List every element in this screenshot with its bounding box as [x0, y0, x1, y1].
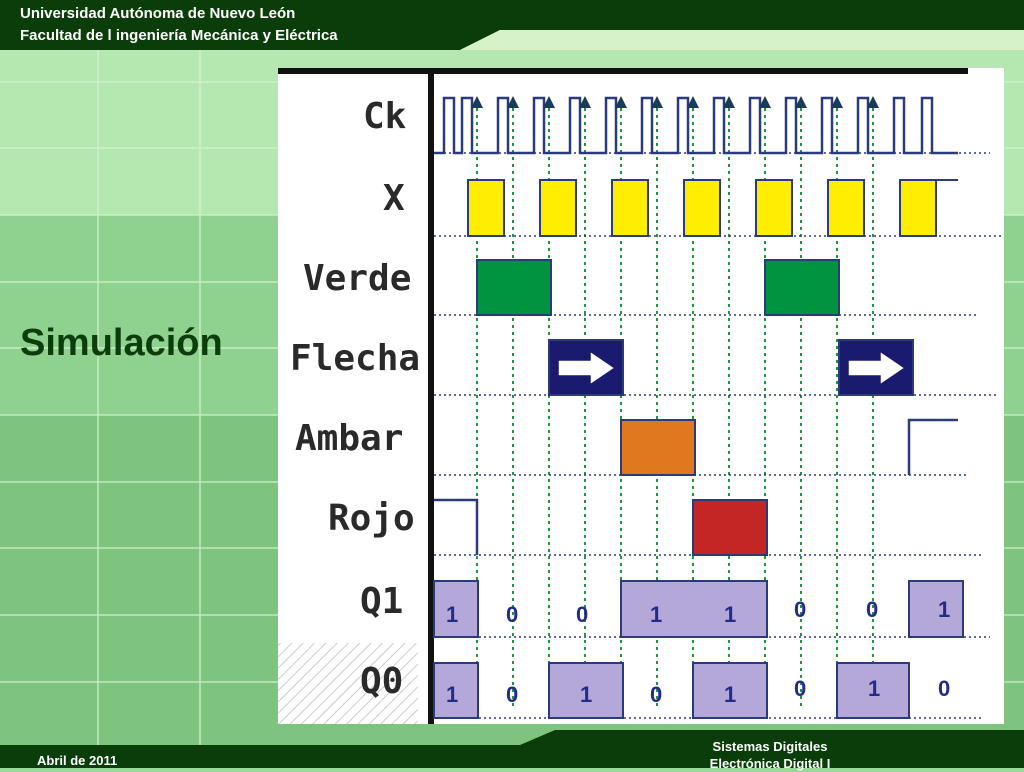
- edge-arrow: [723, 96, 735, 108]
- q0-bit: 0: [506, 682, 518, 707]
- ck-waveform: [434, 96, 958, 155]
- label-ambar: Ambar: [295, 418, 403, 459]
- footer-course: Sistemas Digitales Electrónica Digital I: [690, 738, 850, 772]
- edge-arrow: [867, 96, 879, 108]
- q0-bit: 1: [724, 682, 736, 707]
- label-ck: Ck: [363, 96, 407, 137]
- label-x: X: [383, 178, 405, 219]
- x-pulse: [899, 179, 937, 237]
- q0-bit: 0: [650, 682, 662, 707]
- edge-arrow: [687, 96, 699, 108]
- timing-diagram: Ck X Verde Flecha Ambar Rojo Q1 Q0: [278, 68, 1004, 724]
- q1-bit: 0: [506, 602, 518, 627]
- rojo-pulse: [692, 499, 768, 556]
- q1-bit: 0: [794, 597, 806, 622]
- university-name: Universidad Autónoma de Nuevo León: [20, 5, 296, 22]
- q0-bit: 0: [794, 676, 806, 701]
- label-verde: Verde: [303, 258, 411, 299]
- q0-high: [836, 662, 910, 719]
- q0-bit: 1: [868, 676, 880, 701]
- x-pulse: [827, 179, 865, 237]
- x-pulse: [611, 179, 649, 237]
- faculty-name: Facultad de l ingeniería Mecánica y Eléc…: [20, 27, 338, 44]
- ambar-pulse: [620, 419, 696, 476]
- rojo-initial-high: [434, 498, 479, 555]
- slide-title: Simulación: [20, 322, 223, 364]
- q1-bit: 1: [724, 602, 736, 627]
- edge-arrow: [759, 96, 771, 108]
- q1-bit: 1: [938, 597, 950, 622]
- edge-arrow: [543, 96, 555, 108]
- right-arrow-icon: [557, 349, 617, 387]
- x-pulse: [467, 179, 505, 237]
- label-flecha: Flecha: [290, 338, 420, 379]
- label-rojo: Rojo: [328, 498, 415, 539]
- edge-arrow: [471, 96, 483, 108]
- flecha-pulse: [838, 339, 914, 396]
- right-arrow-icon: [847, 349, 907, 387]
- hatch-area: [278, 643, 418, 724]
- edge-arrow: [651, 96, 663, 108]
- x-pulse: [755, 179, 793, 237]
- edge-arrow: [831, 96, 843, 108]
- q0-bit: 1: [580, 682, 592, 707]
- q1-high: [620, 580, 768, 638]
- verde-pulse: [764, 259, 840, 316]
- flecha-pulse: [548, 339, 624, 396]
- q1-bit: 0: [866, 597, 878, 622]
- edge-arrow: [795, 96, 807, 108]
- separator-bar: [428, 68, 434, 724]
- q0-bit: 1: [446, 682, 458, 707]
- q1-high: [908, 580, 964, 638]
- footer-date: Abril de 2011: [37, 753, 118, 768]
- q1-high: [433, 580, 479, 638]
- top-bar: [278, 68, 968, 74]
- course-line-2: Electrónica Digital I: [709, 756, 831, 771]
- q1-bit: 1: [446, 602, 458, 627]
- label-q1: Q1: [360, 581, 403, 622]
- q0-high: [548, 662, 624, 719]
- q0-high: [692, 662, 768, 719]
- q1-bit: 1: [650, 602, 662, 627]
- x-pulse: [539, 179, 577, 237]
- verde-pulse: [476, 259, 552, 316]
- q0-high: [433, 662, 479, 719]
- q0-bit: 0: [938, 676, 950, 701]
- edge-arrow: [615, 96, 627, 108]
- edge-arrow: [507, 96, 519, 108]
- x-pulse: [683, 179, 721, 237]
- q1-bit: 0: [576, 602, 588, 627]
- label-q0: Q0: [360, 661, 403, 702]
- course-line-1: Sistemas Digitales: [712, 739, 828, 754]
- edge-arrow: [579, 96, 591, 108]
- ambar-rise: [907, 418, 958, 475]
